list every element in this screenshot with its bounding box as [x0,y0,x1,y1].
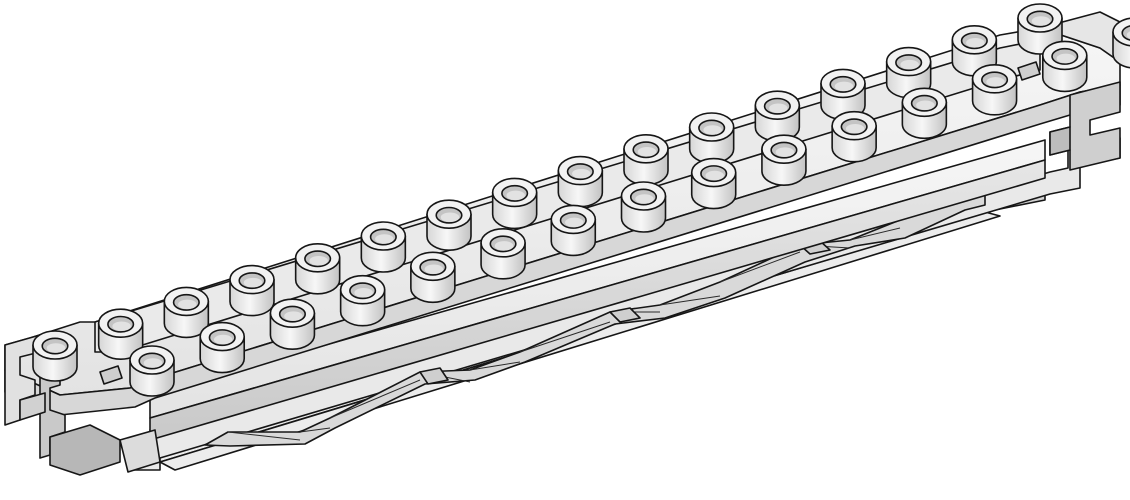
ring-boss-icon [761,134,807,186]
ring-boss-icon [294,242,341,295]
ring-boss-icon [1041,40,1088,93]
ring-boss-icon [491,177,538,230]
ring-boss-icon [820,68,866,121]
ring-boss-icon [831,110,877,163]
ring-boss-icon [480,228,526,280]
ring-boss-icon [557,155,604,208]
ring-boss-icon [229,264,275,317]
boss-row-front [129,17,1130,397]
ring-boss-icon [690,157,737,210]
ring-boss-icon [971,64,1018,116]
ring-boss-icon [360,221,407,273]
ring-boss-icon [426,199,472,251]
boss-row-back [32,3,1063,382]
ring-boss-icon [1112,17,1130,69]
ring-boss-icon [688,112,735,164]
ring-boss-icon [269,298,316,350]
ring-boss-icon [754,90,801,142]
ring-boss-icon [199,321,246,374]
ring-boss-icon [163,286,210,339]
set-screw-right [1017,61,1041,81]
left-end-clip [4,334,161,476]
ring-boss-icon [623,134,669,186]
ring-boss-icon [550,204,597,257]
ring-boss-icon [32,330,78,382]
ring-boss-icon [129,345,175,397]
ring-boss-icon [901,87,948,140]
ring-boss-icon [339,274,386,327]
ring-boss-icon [620,181,667,233]
ring-boss-icon [410,251,456,304]
set-screw-left [99,365,123,385]
